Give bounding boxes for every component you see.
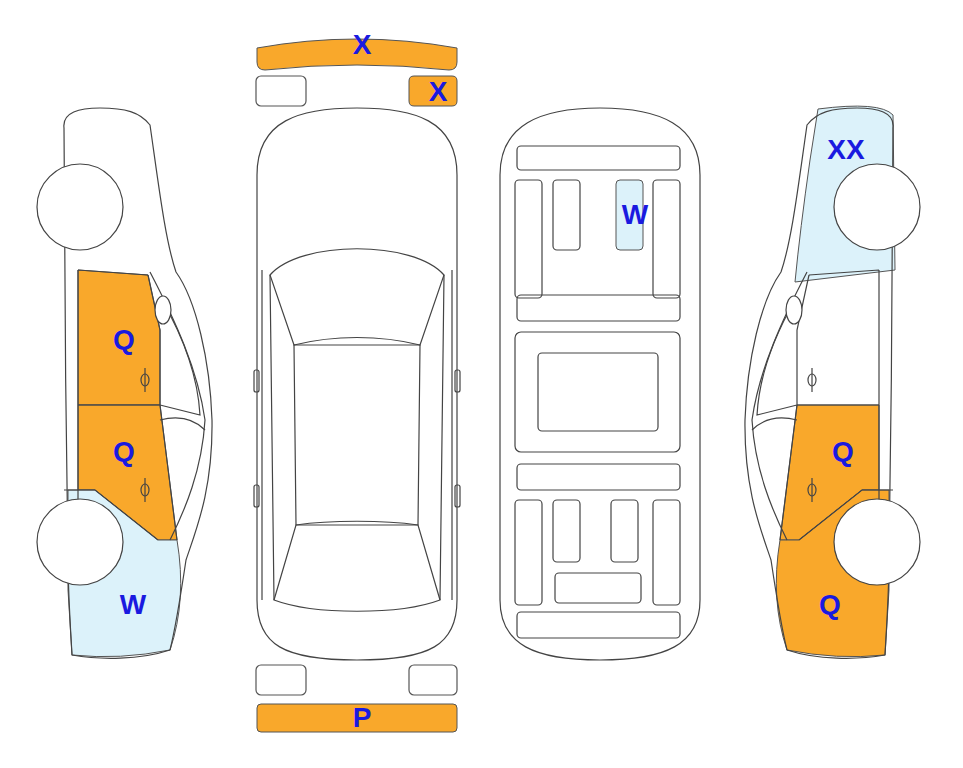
panel-shape — [769, 488, 891, 660]
headlight — [256, 76, 306, 106]
front-door-panel: Q — [76, 268, 162, 407]
damage-code: W — [120, 591, 146, 619]
headlight-panel: X — [407, 74, 459, 108]
damage-code: Q — [113, 326, 135, 354]
damage-area — [409, 76, 457, 106]
damage-code: X — [353, 31, 372, 59]
damage-code: W — [622, 201, 648, 229]
rear-quarter-panel: W — [66, 488, 188, 660]
left-side-view — [37, 108, 212, 658]
taillight — [256, 665, 306, 695]
panel-shape — [790, 98, 898, 284]
underbody-view — [500, 108, 700, 660]
panel-shape — [66, 488, 188, 660]
damage-area — [795, 106, 895, 282]
rear-quarter-panel: Q — [769, 488, 891, 660]
damage-code: Q — [113, 438, 135, 466]
damage-area — [776, 490, 889, 657]
top-view — [254, 108, 460, 660]
damage-code: XX — [827, 136, 864, 164]
damage-area — [68, 490, 181, 657]
front-bumper: X — [254, 32, 460, 74]
rear-bumper: P — [255, 702, 459, 734]
taillight — [409, 665, 457, 695]
underbody-panel: W — [614, 178, 645, 252]
damage-code: P — [353, 704, 372, 732]
damage-code: Q — [819, 591, 841, 619]
damage-area — [257, 704, 457, 732]
front-fender-panel: XX — [790, 98, 898, 284]
damage-code: X — [429, 78, 448, 106]
damage-area — [78, 270, 160, 405]
damage-code: Q — [832, 438, 854, 466]
